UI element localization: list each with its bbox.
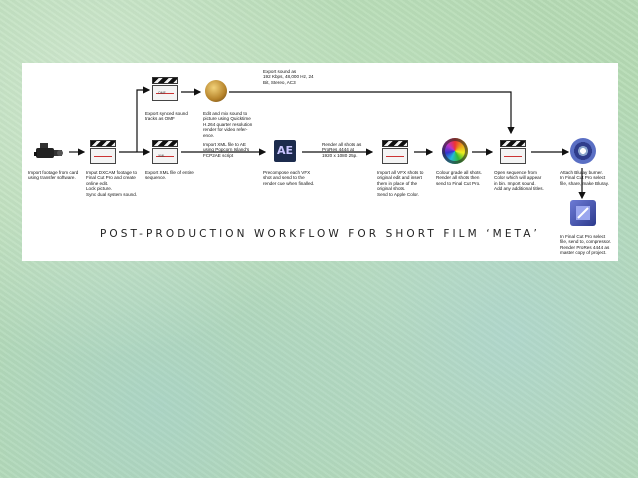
- final-cut-pro-icon: [90, 140, 116, 164]
- after-effects-label: AE: [276, 144, 294, 157]
- step-export-sound: Export sound as 192 Kbps, 48,000 Hz, 24 …: [263, 69, 314, 85]
- step-final-cut-select: In Final Cut Pro select file, send to, c…: [560, 234, 612, 256]
- step-export-omf: Export synced sound tracks as OMF: [145, 111, 188, 122]
- after-effects-icon: AE: [274, 140, 296, 162]
- omf-tag: OMF: [158, 91, 166, 95]
- final-cut-pro-vfx-icon: [382, 140, 408, 164]
- video-camera-icon: [34, 140, 64, 162]
- step-attach-bluray: Attach Bluray burner. In Final Cut Pro s…: [560, 170, 609, 186]
- xml-tag: XML: [158, 154, 166, 158]
- step-edit-mix: Edit and mix sound to picture using Quic…: [203, 111, 253, 138]
- diagram-title: POST-PRODUCTION WORKFLOW FOR SHORT FILM …: [100, 228, 540, 240]
- step-import-dxcam: Imput DXCAM footage to Final Cut Pro and…: [86, 170, 138, 197]
- apple-color-icon: [442, 138, 468, 164]
- step-render-shots: Render all shots as ProRes 4444 at 1920 …: [322, 142, 362, 158]
- step-precompose: Precompose each VFX shot and send to the…: [263, 170, 315, 186]
- arrow-branch-up: [136, 86, 151, 152]
- step-colour-grade: Colour grade all shots. Render all shots…: [436, 170, 482, 186]
- dvd-player-icon: [570, 138, 596, 164]
- final-cut-pro-final-icon: [500, 140, 526, 164]
- step-import-xml-ae: Import XML file to AE using Popcorn Isla…: [203, 142, 250, 158]
- arrow-edit-to-export: [229, 91, 515, 135]
- step-import-vfx: Import all VFX shots to original edit an…: [377, 170, 424, 197]
- final-cut-pro-omf-icon: OMF: [152, 77, 178, 101]
- step-open-sequence: Open sequence from Color which will appe…: [494, 170, 544, 192]
- logic-sound-icon: [205, 80, 227, 102]
- compressor-icon: [570, 200, 596, 226]
- step-import-footage: Import footage from card using transfer …: [28, 170, 79, 181]
- step-export-xml: Export XML file of entire sequence.: [145, 170, 194, 181]
- final-cut-pro-xml-icon: XML: [152, 140, 178, 164]
